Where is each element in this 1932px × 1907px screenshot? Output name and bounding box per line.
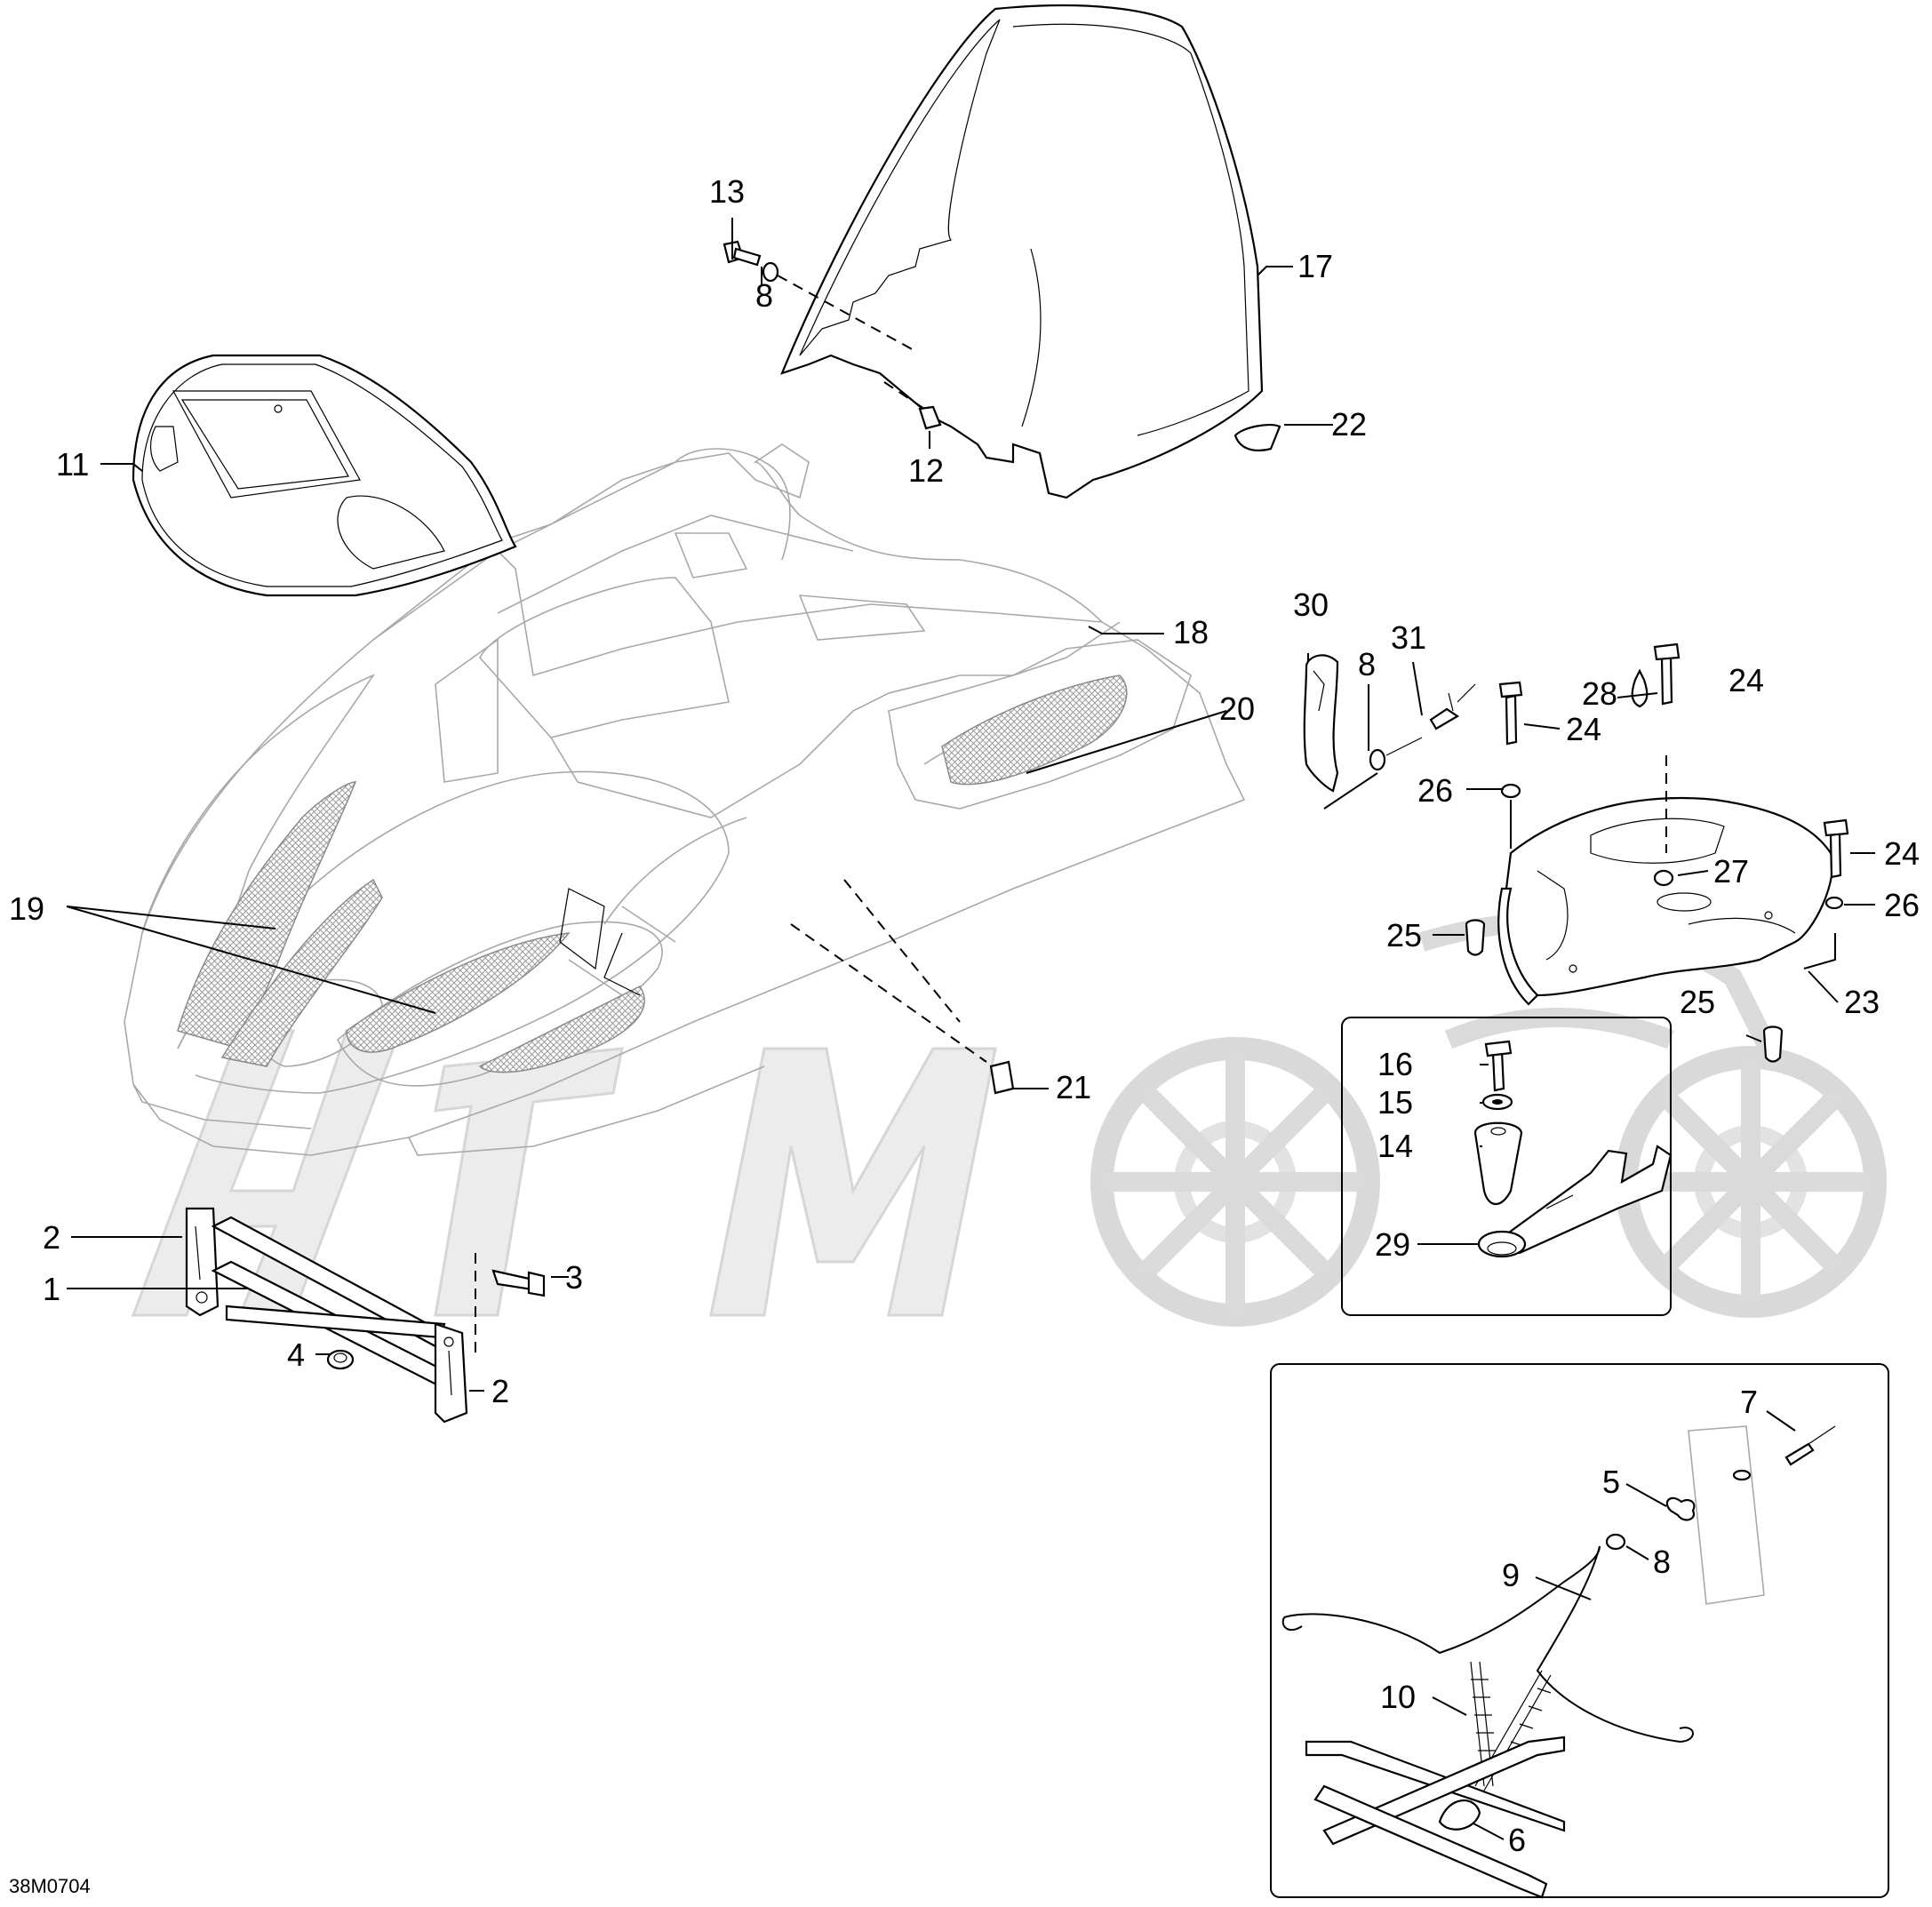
callout-24-top: 24 (1728, 662, 1764, 698)
callout-2-right: 2 (491, 1373, 509, 1409)
callout-27: 27 (1713, 853, 1749, 890)
callout-18: 18 (1173, 614, 1209, 650)
mount-bracket (1303, 654, 1476, 810)
callout-3: 3 (565, 1259, 583, 1296)
callout-4: 4 (287, 1336, 305, 1373)
callout-26-left: 26 (1417, 772, 1453, 809)
callout-19: 19 (9, 890, 44, 927)
callout-9: 9 (1502, 1557, 1520, 1593)
callout-8-mid: 8 (1358, 646, 1376, 682)
callout-29: 29 (1375, 1226, 1410, 1263)
callout-20: 20 (1219, 690, 1255, 727)
callout-8-box: 8 (1653, 1544, 1671, 1580)
callout-7: 7 (1740, 1384, 1758, 1420)
callout-labels: 11 13 8 12 17 22 18 20 19 21 2 1 3 4 2 3… (9, 173, 1920, 1897)
callout-15: 15 (1377, 1084, 1413, 1121)
callout-30: 30 (1293, 586, 1329, 623)
callout-6: 6 (1508, 1822, 1526, 1858)
callout-11: 11 (56, 446, 89, 483)
windshield-hardware (723, 240, 1281, 1095)
callout-31: 31 (1391, 619, 1426, 656)
diagram-code: 38M0704 (9, 1875, 91, 1897)
callout-22: 22 (1331, 406, 1367, 443)
callout-21: 21 (1056, 1069, 1091, 1105)
inset-box-bottom (1270, 1363, 1889, 1899)
callout-25-right: 25 (1680, 984, 1715, 1020)
front-bracket (185, 1207, 546, 1424)
callout-13: 13 (709, 173, 745, 210)
callout-16: 16 (1377, 1046, 1413, 1082)
callout-8-top: 8 (755, 277, 773, 314)
callout-23: 23 (1844, 984, 1880, 1020)
leader-lines (66, 218, 1875, 1840)
callout-14: 14 (1377, 1128, 1413, 1164)
callout-17: 17 (1297, 248, 1333, 284)
instrument-console (132, 354, 517, 597)
console-housing (1465, 642, 1849, 1063)
callout-24-mid: 24 (1566, 711, 1601, 747)
callout-10: 10 (1380, 1679, 1416, 1715)
callout-25-left: 25 (1386, 917, 1422, 954)
callout-2-left: 2 (43, 1219, 60, 1256)
callout-5: 5 (1602, 1464, 1620, 1500)
callout-28: 28 (1582, 675, 1617, 712)
callout-12: 12 (908, 452, 944, 489)
callout-26-right: 26 (1884, 887, 1920, 923)
inset-box-top (1341, 1017, 1673, 1316)
callout-24-right: 24 (1884, 835, 1920, 872)
callout-1: 1 (43, 1271, 60, 1307)
hood-body (124, 443, 1246, 1156)
windshield (780, 4, 1264, 499)
